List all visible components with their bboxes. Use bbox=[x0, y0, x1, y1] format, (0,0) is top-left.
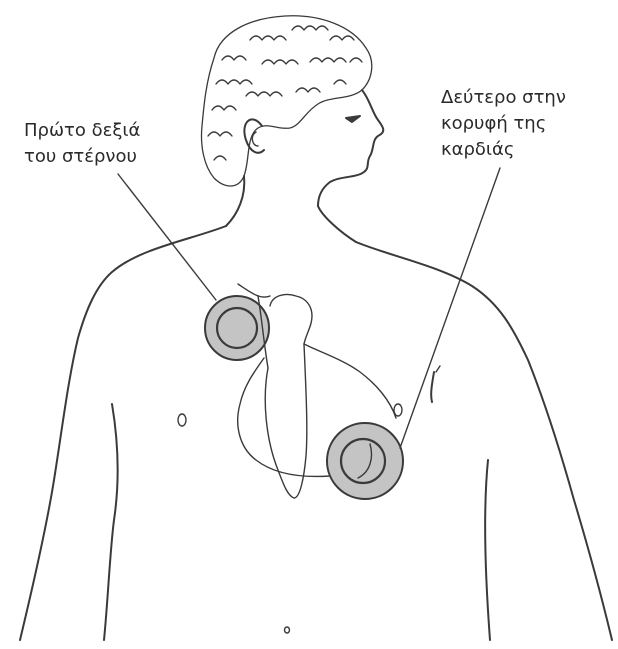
label-second-site-line-1: Δεύτερο στην bbox=[441, 85, 566, 111]
electrode-first-site bbox=[205, 296, 269, 368]
leader-line-second bbox=[400, 168, 500, 448]
eye bbox=[346, 116, 360, 122]
label-first-site: Πρώτο δεξιά του στέρνου bbox=[24, 118, 140, 170]
leader-line-first bbox=[118, 174, 216, 300]
label-first-site-line-1: Πρώτο δεξιά bbox=[24, 118, 140, 144]
hair bbox=[202, 16, 372, 186]
label-second-site-line-2: κορυφή της bbox=[441, 111, 566, 137]
label-first-site-line-2: του στέρνου bbox=[24, 144, 140, 170]
label-second-site: Δεύτερο στην κορυφή της καρδιάς bbox=[441, 85, 566, 163]
electrode-second-site bbox=[327, 423, 403, 499]
label-second-site-line-3: καρδιάς bbox=[441, 137, 566, 163]
neck bbox=[226, 176, 356, 242]
body-outline bbox=[20, 226, 612, 640]
leader-lines bbox=[118, 168, 500, 448]
